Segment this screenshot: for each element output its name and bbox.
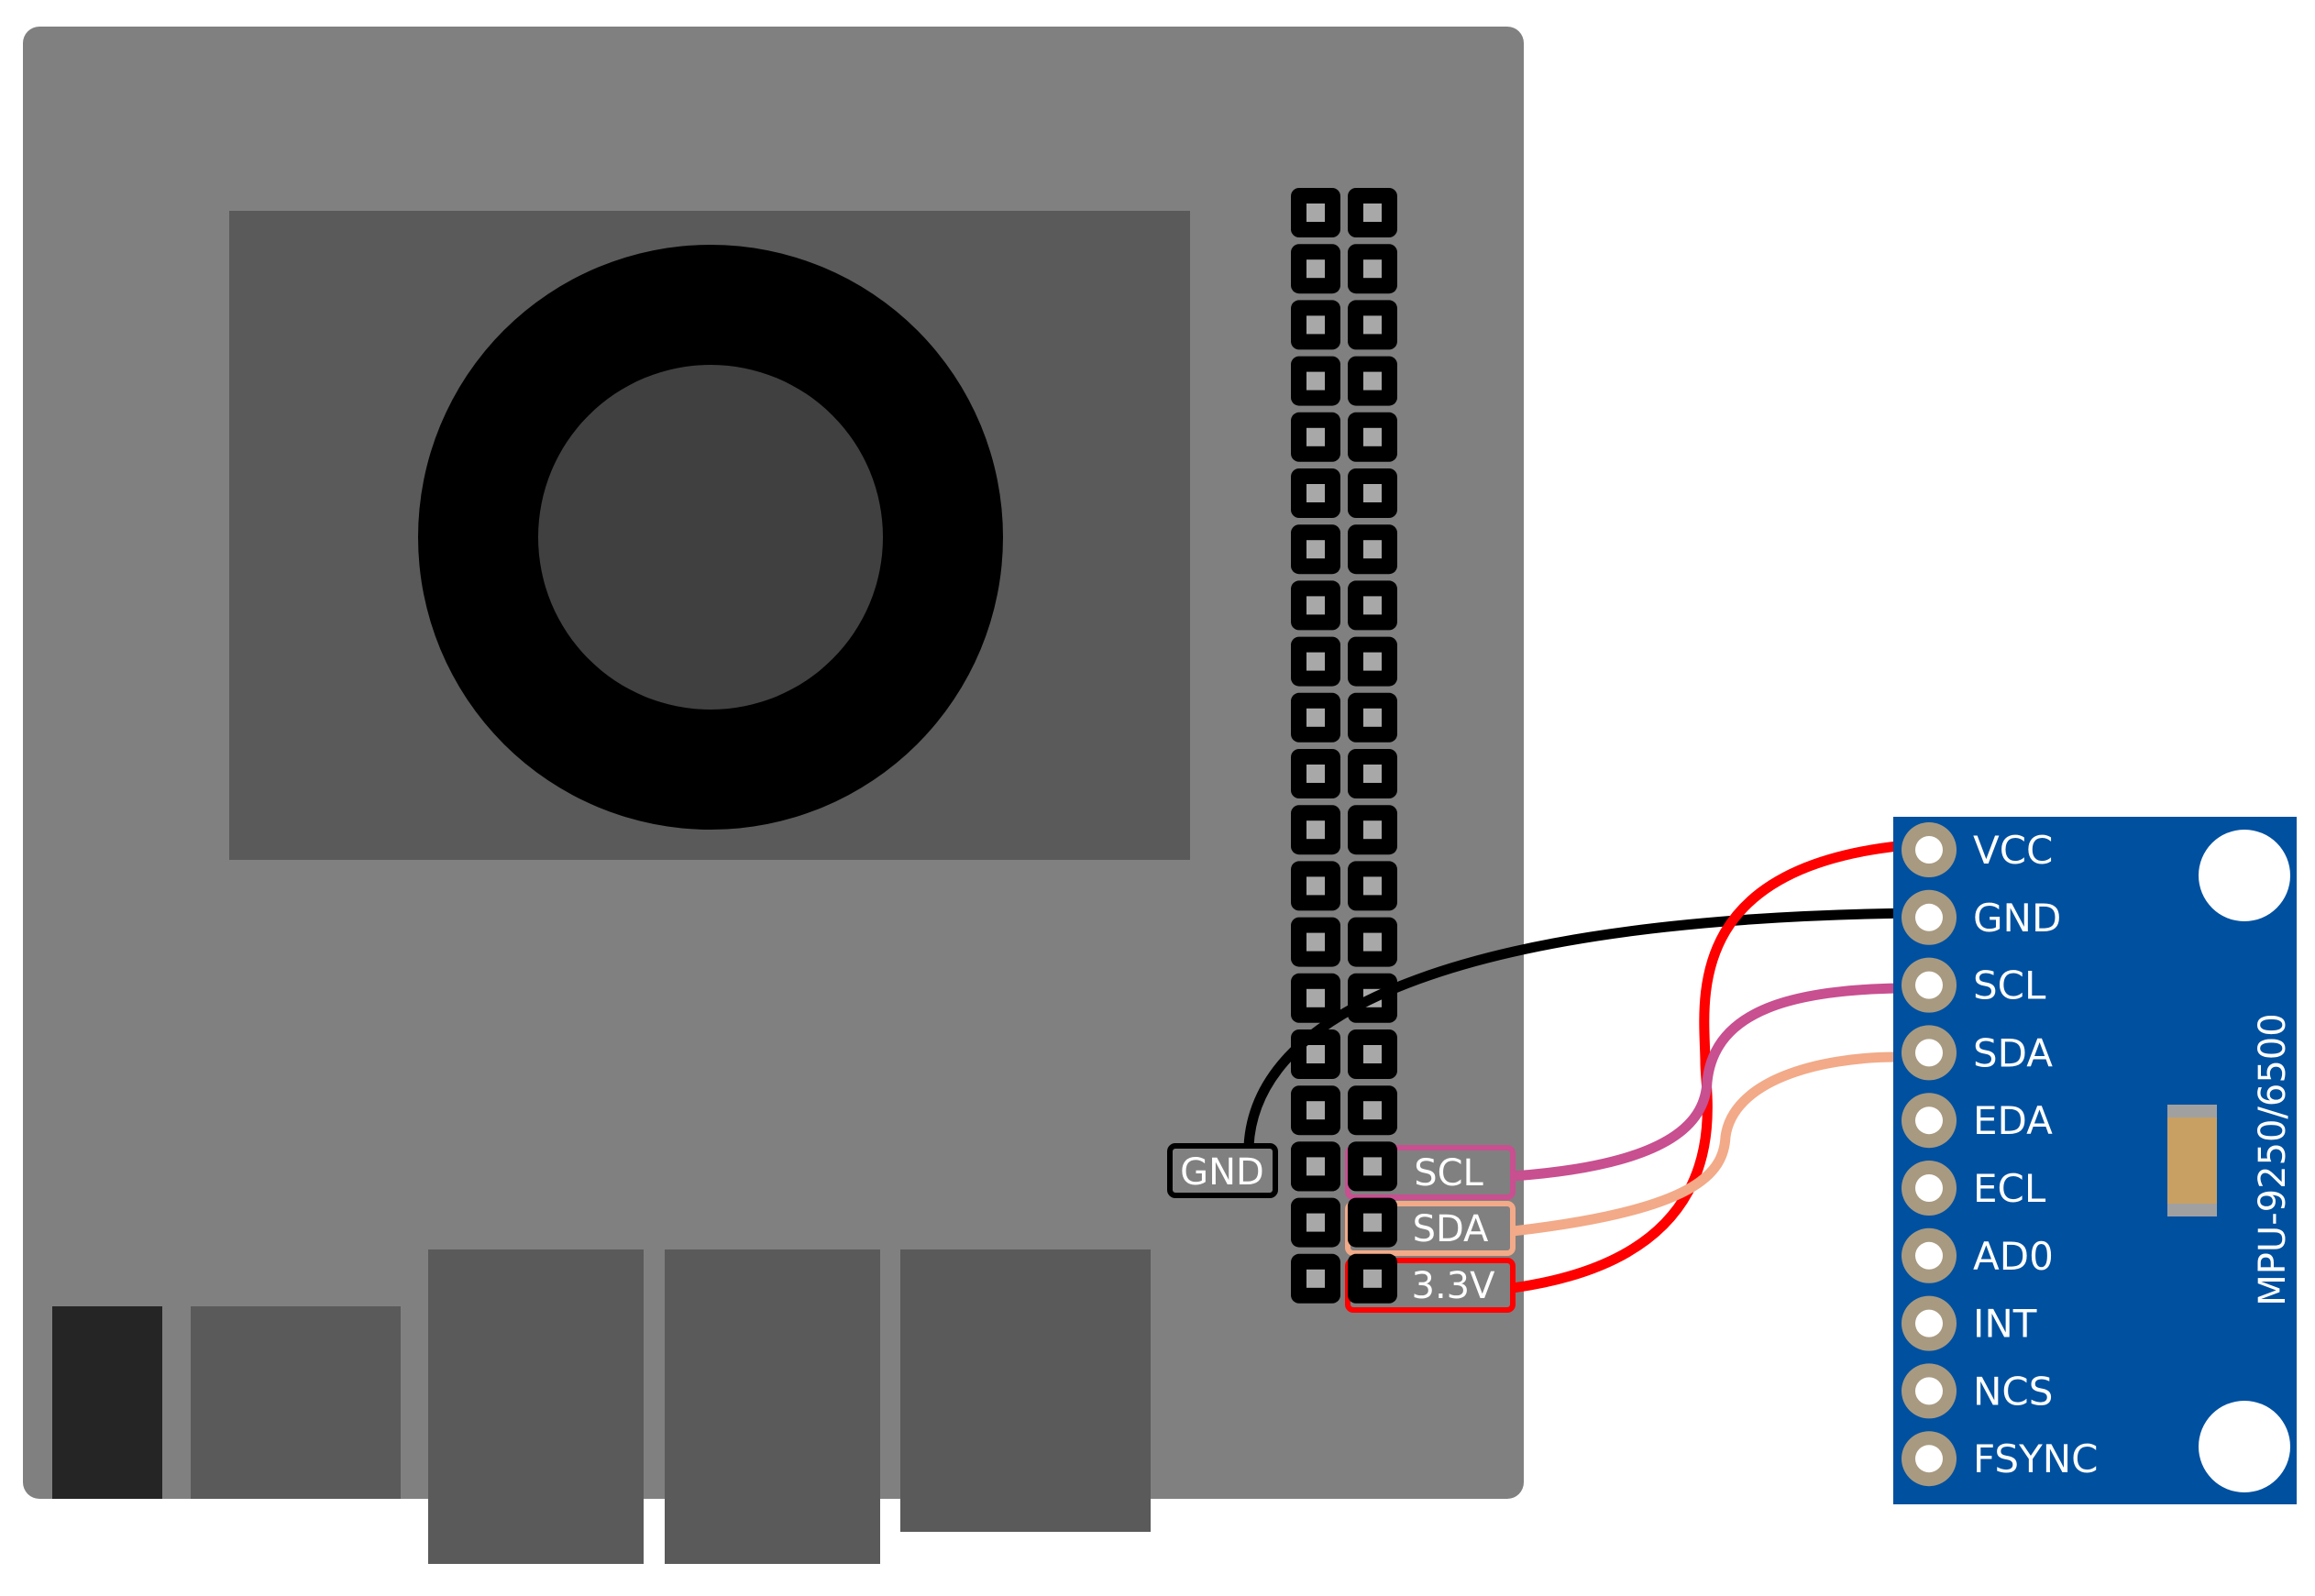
wire-sda — [1507, 1051, 1903, 1237]
header-pin — [1348, 580, 1397, 631]
module-pin: GND — [1902, 889, 2061, 945]
header-pin — [1291, 580, 1340, 631]
header-pin — [1291, 300, 1340, 350]
label-3v3-text: 3.3V — [1412, 1265, 1496, 1307]
header-pin — [1291, 1197, 1340, 1248]
usb-port-1 — [428, 1249, 644, 1564]
module-pin-label: NCS — [1973, 1369, 2053, 1414]
header-pin-sda — [1348, 1197, 1397, 1248]
header-pin — [1291, 244, 1340, 294]
header-pin — [1348, 188, 1397, 237]
module-board — [1893, 817, 2297, 1504]
header-pin — [1348, 524, 1397, 575]
header-pin — [1291, 1085, 1340, 1136]
header-pin — [1291, 749, 1340, 798]
labelled-header-pins — [1291, 1141, 1397, 1304]
header-pin — [1291, 188, 1340, 237]
label-gnd: GND — [1167, 1143, 1278, 1198]
header-pin — [1348, 861, 1397, 911]
header-pin — [1348, 692, 1397, 743]
header-pin — [1291, 356, 1340, 406]
module-pin: SCL — [1902, 957, 2046, 1013]
board-pin-labels: GND SCL SDA 3.3V — [1167, 1141, 1516, 1313]
module-pin: SDA — [1902, 1025, 2053, 1081]
header-pin — [1348, 300, 1397, 350]
header-pin — [1291, 1253, 1340, 1304]
module-pin: EDA — [1902, 1093, 2053, 1149]
header-pin — [1291, 636, 1340, 687]
module-pin-label: AD0 — [1973, 1234, 2054, 1279]
header-pin — [1291, 524, 1340, 575]
module-pin-label: VCC — [1973, 828, 2053, 873]
fan-hub — [538, 365, 883, 710]
module-pin: AD0 — [1902, 1227, 2054, 1283]
usb-port-2 — [665, 1249, 880, 1564]
module-pin-label: INT — [1973, 1302, 2037, 1347]
header-pin — [1291, 468, 1340, 518]
wire-3v3 — [1507, 841, 1903, 1293]
module-pin: NCS — [1902, 1363, 2053, 1419]
module-pin-label: SDA — [1973, 1030, 2053, 1075]
header-pin — [1291, 973, 1340, 1023]
header-pin — [1291, 917, 1340, 967]
header-pin — [1348, 356, 1397, 406]
wire-gnd — [1243, 908, 1931, 1151]
module-pin-label: FSYNC — [1973, 1436, 2098, 1481]
header-pin — [1348, 468, 1397, 518]
header-pin — [1291, 412, 1340, 462]
header-pin — [1291, 692, 1340, 743]
module-pin-label: GND — [1973, 896, 2061, 941]
wire-scl — [1507, 983, 1903, 1182]
header-pin — [1348, 412, 1397, 462]
module-pin: FSYNC — [1902, 1431, 2098, 1487]
module-pin: INT — [1902, 1295, 2037, 1351]
header-pin — [1348, 917, 1397, 967]
header-pin — [1348, 805, 1397, 855]
label-gnd-text: GND — [1180, 1151, 1264, 1194]
module-pin: VCC — [1902, 822, 2053, 877]
header-pin — [1348, 1029, 1397, 1079]
mount-hole-bottom — [2199, 1401, 2290, 1492]
mount-hole-top — [2199, 830, 2290, 921]
header-pin — [1348, 636, 1397, 687]
module-pin-label: ECL — [1973, 1166, 2046, 1211]
power-jack — [52, 1306, 162, 1499]
wires — [1243, 841, 1931, 1293]
hdmi-port — [191, 1306, 401, 1499]
header-pin-scl — [1348, 1141, 1397, 1192]
header-pin — [1348, 1085, 1397, 1136]
header-pin — [1291, 805, 1340, 855]
module-pin-label: SCL — [1973, 963, 2046, 1008]
ethernet-port — [900, 1249, 1151, 1532]
label-scl-text: SCL — [1414, 1152, 1483, 1194]
header-pin — [1348, 749, 1397, 798]
header-pin-3v3 — [1348, 1253, 1397, 1304]
dev-board — [23, 27, 1524, 1564]
label-sda-text: SDA — [1413, 1208, 1489, 1250]
header-pin — [1291, 861, 1340, 911]
module-pin: ECL — [1902, 1161, 2046, 1216]
module-title: MPU-9250/6500 — [2252, 1013, 2294, 1305]
header-pin-gnd — [1291, 1141, 1340, 1192]
header-pin — [1348, 244, 1397, 294]
capacitor — [2167, 1105, 2217, 1216]
module-pin-label: EDA — [1973, 1098, 2053, 1143]
